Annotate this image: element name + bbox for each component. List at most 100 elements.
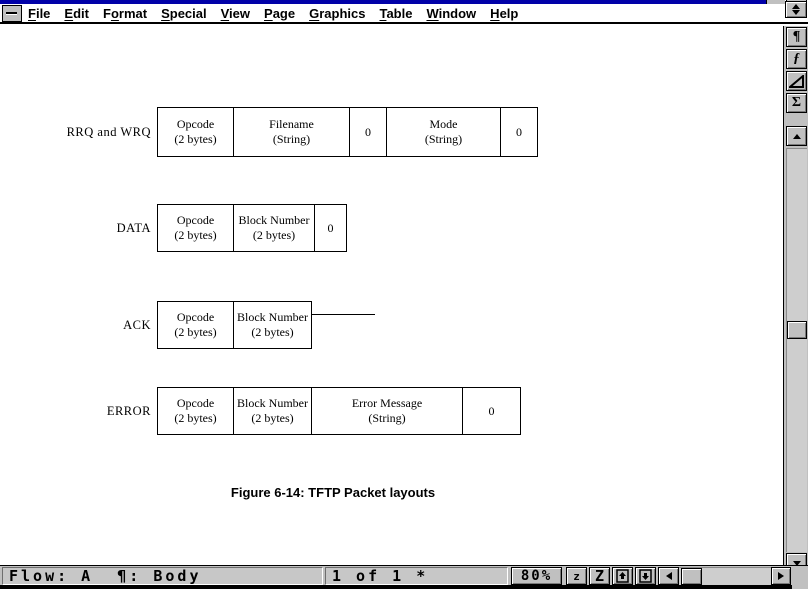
packet-cell-error-2[interactable]: Error Message(String) — [311, 387, 463, 435]
packet-cell-data-2[interactable]: 0 — [314, 204, 347, 252]
packet-cell-ack-1[interactable]: Block Number(2 bytes) — [233, 301, 312, 349]
menu-page[interactable]: Page — [264, 5, 296, 21]
zoom-in-button[interactable]: Z — [589, 567, 610, 585]
menu-special[interactable]: Special — [161, 5, 207, 21]
menu-window[interactable]: Window — [426, 5, 477, 21]
page-indicator-panel: 1 of 1 * — [325, 567, 508, 585]
horizontal-scrollbar-track[interactable] — [679, 567, 771, 585]
packet-row-label-error[interactable]: ERROR — [106, 403, 151, 418]
up-arrow-icon — [792, 133, 801, 139]
flow-status-panel: Flow: A ¶: Body — [2, 567, 323, 585]
packet-row-label-rrq-and-wrq[interactable]: RRQ and WRQ — [66, 124, 151, 139]
page-down-icon — [639, 569, 652, 583]
spinner-up-icon — [792, 4, 800, 9]
cell-text: Block Number — [237, 396, 308, 410]
zoom-level-button[interactable]: 80% — [511, 567, 562, 585]
packet-box-error: Opcode(2 bytes)Block Number(2 bytes)Erro… — [157, 387, 521, 435]
menu-table[interactable]: Table — [379, 5, 413, 21]
packet-row-label-data[interactable]: DATA — [116, 220, 151, 235]
packet-cell-rrq-and-wrq-0[interactable]: Opcode(2 bytes) — [157, 107, 234, 157]
packet-cell-rrq-and-wrq-1[interactable]: Filename(String) — [233, 107, 350, 157]
cell-text: Mode — [429, 117, 458, 131]
zoom-in-icon: Z — [594, 567, 605, 585]
cell-text: (2 bytes) — [174, 132, 217, 146]
packet-cell-error-3[interactable]: 0 — [462, 387, 521, 435]
left-arrow-icon — [665, 572, 672, 580]
cell-text: (2 bytes) — [174, 325, 217, 339]
zoom-level-text: 80% — [520, 568, 553, 584]
cell-text: 0 — [327, 220, 334, 235]
menu-edit[interactable]: Edit — [64, 5, 89, 21]
zoom-out-icon: z — [573, 569, 580, 583]
vertical-scrollbar-track[interactable] — [786, 148, 807, 552]
title-bar[interactable] — [0, 0, 766, 4]
packet-cell-ack-0[interactable]: Opcode(2 bytes) — [157, 301, 234, 349]
cell-text: 0 — [488, 403, 495, 418]
packet-box-ack: Opcode(2 bytes)Block Number(2 bytes) — [157, 301, 312, 349]
menu-file[interactable]: File — [28, 5, 51, 21]
cell-text: 0 — [516, 124, 522, 139]
vertical-scrollbar-thumb[interactable] — [787, 321, 807, 339]
zoom-out-button[interactable]: z — [566, 567, 587, 585]
minimize-button[interactable] — [766, 0, 785, 4]
packet-row-label-ack[interactable]: ACK — [123, 317, 151, 332]
menu-help[interactable]: Help — [490, 5, 519, 21]
triangle-icon — [789, 74, 804, 88]
scroll-left-button[interactable] — [658, 567, 679, 585]
cell-text: Opcode — [176, 213, 215, 227]
cell-text: Opcode — [176, 396, 215, 410]
cell-text: Block Number — [237, 310, 308, 324]
menu-bar: File Edit Format Special View Page Graphics Tab… — [0, 4, 808, 24]
scroll-right-button[interactable] — [771, 567, 791, 585]
right-arrow-icon — [778, 572, 784, 580]
tools-palette-button[interactable] — [786, 71, 807, 91]
cell-text: (2 bytes) — [174, 228, 217, 242]
packet-box-data: Opcode(2 bytes)Block Number(2 bytes)0 — [157, 204, 347, 252]
spinner-down-icon — [792, 10, 800, 15]
cell-text: Filename — [269, 117, 314, 131]
down-arrow-icon — [792, 560, 801, 566]
packet-cell-rrq-and-wrq-2[interactable]: 0 — [349, 107, 387, 157]
cell-text: Error Message — [351, 396, 423, 410]
control-menu-dash-icon — [6, 12, 17, 15]
page-indicator-text: 1 of 1 * — [332, 567, 429, 585]
document-control-menu-button[interactable] — [2, 5, 22, 22]
sigma-icon: Σ — [791, 95, 802, 110]
cell-text: Opcode — [176, 310, 215, 324]
figure-caption[interactable]: Figure 6-14: TFTP Packet layouts — [230, 485, 436, 500]
paragraph-catalog-button[interactable]: ¶ — [786, 27, 807, 47]
previous-page-button[interactable] — [612, 567, 633, 585]
window-split-spinner-button[interactable] — [785, 1, 807, 18]
page-up-icon — [616, 569, 629, 583]
packet-cell-error-1[interactable]: Block Number(2 bytes) — [233, 387, 312, 435]
right-toolbar-rail: ¶ ƒ Σ — [783, 26, 808, 573]
menu-graphics[interactable]: Graphics — [309, 5, 366, 21]
packet-cell-rrq-and-wrq-4[interactable]: 0 — [500, 107, 538, 157]
paragraph-icon: ¶ — [792, 29, 801, 44]
document-page[interactable]: Figure 6-14: TFTP Packet layouts RRQ and… — [0, 26, 783, 565]
next-page-button[interactable] — [635, 567, 656, 585]
menu-format[interactable]: Format — [102, 5, 148, 21]
menu-view[interactable]: View — [220, 5, 251, 21]
cell-text: (String) — [368, 411, 406, 425]
cell-text: Block Number — [238, 213, 310, 227]
cell-text: (String) — [272, 132, 311, 146]
packet-cell-data-0[interactable]: Opcode(2 bytes) — [157, 204, 234, 252]
packet-cell-rrq-and-wrq-3[interactable]: Mode(String) — [386, 107, 501, 157]
cell-text: (2 bytes) — [251, 325, 294, 339]
equations-button[interactable]: Σ — [786, 93, 807, 113]
cell-text: (2 bytes) — [174, 411, 217, 425]
packet-trailing-line-ack — [311, 314, 375, 315]
window-bottom-edge — [0, 585, 792, 589]
cell-text: 0 — [365, 124, 371, 139]
cell-text: (2 bytes) — [252, 228, 296, 242]
packet-cell-data-1[interactable]: Block Number(2 bytes) — [233, 204, 315, 252]
character-catalog-button[interactable]: ƒ — [786, 49, 807, 69]
packet-cell-error-0[interactable]: Opcode(2 bytes) — [157, 387, 234, 435]
horizontal-scrollbar-thumb[interactable] — [681, 568, 702, 585]
scroll-up-button[interactable] — [786, 126, 807, 146]
cell-text: (String) — [424, 132, 463, 146]
status-bar: Flow: A ¶: Body 1 of 1 * 80% z Z — [0, 565, 808, 589]
